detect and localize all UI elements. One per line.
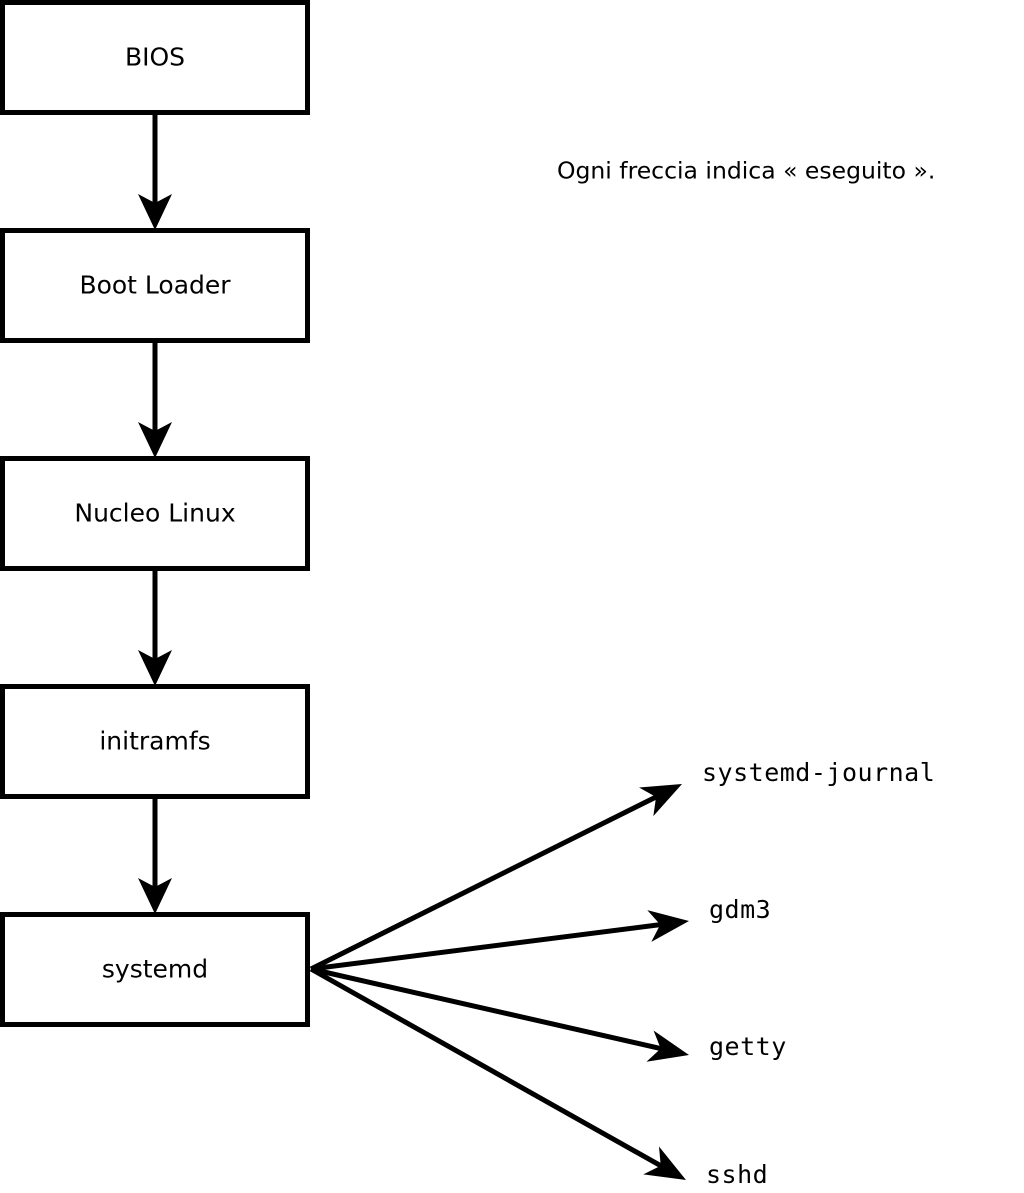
spawn-arrow-getty bbox=[310, 966, 689, 1062]
process-box-label-boot-loader: Boot Loader bbox=[79, 271, 231, 300]
legend-note: Ogni freccia indica « eseguito ». bbox=[557, 157, 935, 185]
spawn-arrow-sshd bbox=[309, 966, 686, 1180]
process-box-label-initramfs: initramfs bbox=[99, 727, 210, 756]
process-box-label-systemd: systemd bbox=[102, 955, 208, 984]
flow-arrow-bios-to-boot-loader bbox=[138, 115, 172, 230]
flow-arrow-nucleo-to-initramfs bbox=[138, 571, 172, 686]
spawn-arrow-systemd-journal bbox=[309, 784, 682, 972]
service-label-getty: getty bbox=[709, 1032, 787, 1061]
process-box-nucleo-linux[interactable]: Nucleo Linux bbox=[0, 456, 310, 571]
flow-arrow-initramfs-to-systemd bbox=[138, 799, 172, 914]
note-layer: Ogni freccia indica « eseguito ». bbox=[557, 157, 935, 185]
process-box-initramfs[interactable]: initramfs bbox=[0, 684, 310, 799]
chain-arrow-layer bbox=[138, 115, 172, 914]
service-label-layer: systemd-journal gdm3 getty sshd bbox=[702, 758, 935, 1189]
spawn-arrow-gdm3 bbox=[310, 910, 689, 972]
service-label-gdm3: gdm3 bbox=[709, 895, 771, 924]
process-box-systemd[interactable]: systemd bbox=[0, 912, 310, 1027]
service-label-systemd-journal: systemd-journal bbox=[702, 758, 935, 787]
process-box-label-bios: BIOS bbox=[125, 43, 185, 72]
process-box-label-nucleo-linux: Nucleo Linux bbox=[74, 499, 235, 528]
service-label-sshd: sshd bbox=[706, 1160, 768, 1189]
process-box-boot-loader[interactable]: Boot Loader bbox=[0, 228, 310, 343]
fanout-arrow-layer bbox=[309, 784, 689, 1180]
flow-arrow-boot-loader-to-nucleo bbox=[138, 343, 172, 458]
process-box-bios[interactable]: BIOS bbox=[0, 0, 310, 115]
